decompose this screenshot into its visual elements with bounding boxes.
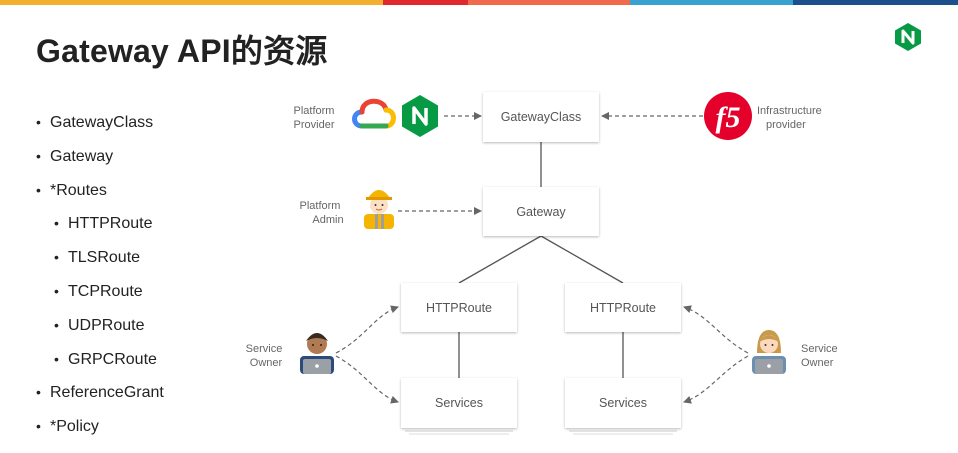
strip-segment-blue bbox=[630, 0, 793, 5]
resource-item-tcproute: TCPRoute bbox=[54, 275, 164, 309]
brand-color-strip bbox=[0, 0, 958, 5]
node-services-right: Services bbox=[565, 378, 681, 435]
admin-avatar-icon bbox=[364, 190, 394, 229]
label-infrastructure-provider-line1: Infrastructure bbox=[757, 105, 822, 117]
slide-title: Gateway API的资源 bbox=[36, 33, 328, 69]
node-httproute-left-label: HTTPRoute bbox=[426, 301, 492, 315]
label-service-owner-right-line2: Owner bbox=[801, 357, 834, 369]
nginx-logo-icon bbox=[402, 95, 438, 137]
label-platform-admin-line2: Admin bbox=[312, 214, 343, 226]
nginx-brand-icon bbox=[895, 23, 921, 51]
label-service-owner-left-line2: Owner bbox=[250, 357, 283, 369]
developer-avatar-icon-right bbox=[752, 330, 786, 374]
resource-list: GatewayClass Gateway *Routes HTTPRoute T… bbox=[36, 106, 164, 444]
f5-logo-text: f5 bbox=[716, 101, 741, 134]
node-gatewayclass-label: GatewayClass bbox=[501, 110, 582, 124]
resource-item-gateway: Gateway bbox=[36, 140, 164, 174]
label-service-owner-right: Service Owner bbox=[801, 343, 838, 369]
node-gateway-label: Gateway bbox=[516, 205, 566, 219]
strip-segment-red bbox=[383, 0, 468, 5]
node-services-right-label: Services bbox=[599, 396, 647, 410]
resource-item-gatewayclass: GatewayClass bbox=[36, 106, 164, 140]
node-httproute-left: HTTPRoute bbox=[401, 283, 517, 332]
hierarchy-lines bbox=[458, 142, 624, 378]
google-cloud-icon bbox=[352, 98, 396, 129]
label-service-owner-left: Service Owner bbox=[246, 343, 283, 369]
ownership-arrows bbox=[335, 112, 749, 404]
node-gateway: Gateway bbox=[483, 187, 599, 236]
label-platform-provider-line2: Provider bbox=[294, 119, 335, 131]
strip-segment-yellow bbox=[0, 0, 383, 5]
f5-logo-icon: f5 bbox=[704, 92, 752, 140]
label-infrastructure-provider: Infrastructure provider bbox=[757, 105, 822, 131]
label-platform-provider: Platform Provider bbox=[294, 105, 335, 131]
resource-item-policy: *Policy bbox=[36, 410, 164, 444]
strip-segment-orange bbox=[468, 0, 630, 5]
resource-item-tlsroute: TLSRoute bbox=[54, 241, 164, 275]
node-services-left-label: Services bbox=[435, 396, 483, 410]
resource-item-referencegrant: ReferenceGrant bbox=[36, 376, 164, 410]
strip-segment-navy bbox=[793, 0, 958, 5]
resource-item-httproute: HTTPRoute bbox=[54, 207, 164, 241]
node-httproute-right-label: HTTPRoute bbox=[590, 301, 656, 315]
label-infrastructure-provider-line2: provider bbox=[766, 119, 806, 131]
node-services-left: Services bbox=[401, 378, 517, 435]
resource-item-routes: *Routes bbox=[36, 174, 164, 208]
label-service-owner-left-line1: Service bbox=[246, 343, 283, 355]
resource-item-udproute: UDPRoute bbox=[54, 309, 164, 343]
label-platform-admin: Platform Admin bbox=[300, 200, 344, 226]
node-gatewayclass: GatewayClass bbox=[483, 92, 599, 142]
developer-avatar-icon bbox=[300, 333, 334, 374]
label-platform-provider-line1: Platform bbox=[294, 105, 335, 117]
resource-item-grpcroute: GRPCRoute bbox=[54, 343, 164, 377]
node-httproute-right: HTTPRoute bbox=[565, 283, 681, 332]
label-platform-admin-line1: Platform bbox=[300, 200, 341, 212]
label-service-owner-right-line1: Service bbox=[801, 343, 838, 355]
